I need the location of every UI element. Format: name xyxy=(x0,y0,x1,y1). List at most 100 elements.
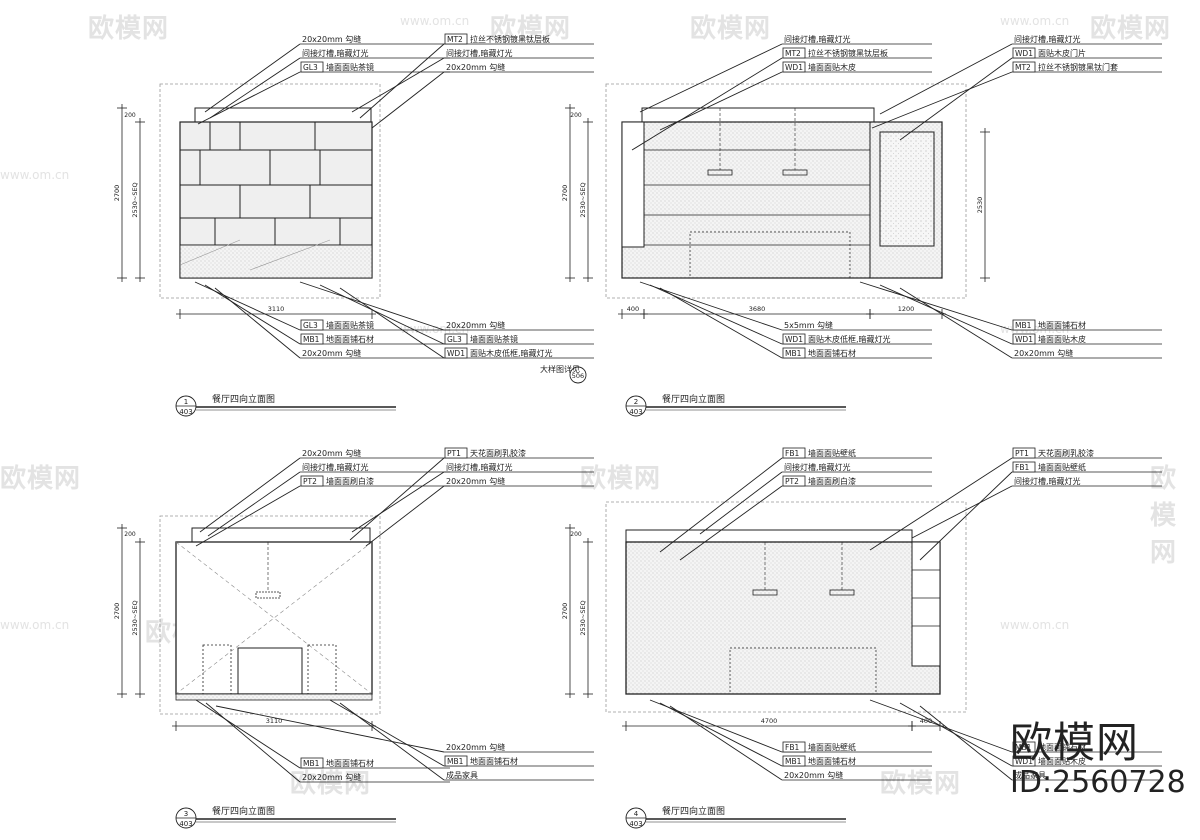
callout-leader xyxy=(879,43,1013,115)
material-tag-box xyxy=(444,447,468,459)
material-tag-box xyxy=(1012,333,1036,345)
hatch-line xyxy=(249,239,331,271)
stone-floor xyxy=(175,693,373,701)
material-tag: PT1 xyxy=(1015,449,1029,458)
callout-text: 成品家具 xyxy=(446,770,478,780)
callout-leader xyxy=(699,471,783,535)
view-title: 餐厅四向立面图 xyxy=(212,393,275,405)
callout-text: 天花面刷乳胶漆 xyxy=(470,448,526,458)
material-tag-box xyxy=(444,33,468,45)
callout-text: 墙面面刷白漆 xyxy=(808,476,856,486)
callout-leader xyxy=(639,43,783,113)
view-title: 餐厅四向立面图 xyxy=(662,393,725,405)
callout-leader xyxy=(649,699,783,753)
callout-leader xyxy=(195,699,301,769)
dimension-text: 400 xyxy=(920,717,932,725)
callout-leader xyxy=(659,702,783,767)
centerline-diagonal xyxy=(175,541,373,695)
sheet-number: 403 xyxy=(179,408,192,416)
dimension-text: 3110 xyxy=(266,717,283,725)
dimension-text: 2700 xyxy=(113,185,121,202)
callout-text: 地面面铺石材 xyxy=(326,758,374,768)
callout-text: 间接灯槽,暗藏灯光 xyxy=(446,48,513,58)
dimension-text: 2530~SEQ xyxy=(131,182,139,217)
callout-leader xyxy=(679,485,783,561)
niche-shelf xyxy=(911,541,941,667)
material-tag: WD1 xyxy=(447,349,465,358)
ceiling-outline xyxy=(159,83,381,299)
view-title: 餐厅四向立面图 xyxy=(662,805,725,817)
material-tag: PT2 xyxy=(785,477,799,486)
detail-ref: 506 xyxy=(572,372,584,380)
callout-text: 20x20mm 勾缝 xyxy=(302,772,361,782)
material-tag-box xyxy=(444,755,468,767)
material-tag: FB1 xyxy=(1015,463,1029,472)
callout-text: 20x20mm 勾缝 xyxy=(302,448,361,458)
callout-leader xyxy=(911,485,1013,539)
pendant-lamp xyxy=(782,169,808,176)
pendant-lamp xyxy=(707,169,733,176)
callout-text: 成品家具 xyxy=(1014,770,1046,780)
callout-text: 间接灯槽,暗藏灯光 xyxy=(784,34,851,44)
callout-text: 拉丝不锈钢镀黑钛层板 xyxy=(808,48,888,58)
table-outline xyxy=(689,231,851,279)
material-tag: FB1 xyxy=(785,449,799,458)
ceiling-outline xyxy=(605,501,967,713)
material-tag-box xyxy=(444,333,468,345)
callout-leader xyxy=(659,71,783,131)
callout-leader xyxy=(214,287,301,359)
brand-stamp-name: 欧模网 xyxy=(1010,718,1140,767)
callout-text: 墙面面贴壁纸 xyxy=(1038,462,1086,472)
sheet-number: 403 xyxy=(629,408,642,416)
material-tag-box xyxy=(1012,47,1036,59)
material-tag-box xyxy=(782,755,806,767)
dimension-text: 200 xyxy=(570,112,582,119)
ceiling-outline xyxy=(605,83,967,299)
view-number: 2 xyxy=(634,398,638,406)
callout-leader xyxy=(359,43,445,119)
material-tag: MT2 xyxy=(1015,63,1031,72)
callout-text: 地面面铺石材 xyxy=(326,334,374,344)
callout-text: 间接灯槽,暗藏灯光 xyxy=(1014,476,1081,486)
material-tag-box xyxy=(1012,461,1036,473)
material-tag: MB1 xyxy=(1015,743,1032,752)
cove-light-trough xyxy=(625,529,913,543)
material-tag: MB1 xyxy=(1015,321,1032,330)
callout-leader xyxy=(371,71,445,129)
cove-light-trough xyxy=(194,107,372,123)
callout-text: 5x5mm 勾缝 xyxy=(784,320,833,330)
material-tag: PT1 xyxy=(447,449,461,458)
callout-text: 间接灯槽,暗藏灯光 xyxy=(302,48,369,58)
callout-text: 20x20mm 勾缝 xyxy=(1014,348,1073,358)
material-tag-box xyxy=(1012,61,1036,73)
material-tag: GL3 xyxy=(447,335,462,344)
callout-leader xyxy=(299,281,445,331)
dimension-text: 2530 xyxy=(976,197,984,214)
view-number: 4 xyxy=(634,810,639,818)
pendant-lamp xyxy=(255,591,281,599)
view-number: 1 xyxy=(184,398,188,406)
view-title: 餐厅四向立面图 xyxy=(212,805,275,817)
callout-leader xyxy=(899,57,1013,141)
callout-text: 墙面面贴木皮 xyxy=(808,62,856,72)
callout-text: 20x20mm 勾缝 xyxy=(302,348,361,358)
material-tag-box xyxy=(300,61,324,73)
callout-leader xyxy=(351,471,445,533)
callout-text: 20x20mm 勾缝 xyxy=(446,742,505,752)
callout-leader xyxy=(365,485,445,547)
callout-leader xyxy=(351,57,445,113)
callout-leader xyxy=(879,284,1013,345)
callout-text: 地面面铺石材 xyxy=(1038,742,1086,752)
callout-text: 20x20mm 勾缝 xyxy=(446,320,505,330)
callout-leader xyxy=(669,705,783,781)
elevation-wall xyxy=(625,541,941,695)
sheet-number: 403 xyxy=(629,820,642,828)
material-tag: MB1 xyxy=(303,335,320,344)
cove-light-trough xyxy=(191,527,371,543)
callout-text: 墙面面贴壁纸 xyxy=(808,448,856,458)
pendant-lamp xyxy=(752,589,778,596)
callout-text: 墙面面刷白漆 xyxy=(326,476,374,486)
material-tag-box xyxy=(1012,447,1036,459)
callout-text: 墙面面贴木皮 xyxy=(1038,756,1086,766)
centerline-diagonal xyxy=(175,541,373,695)
